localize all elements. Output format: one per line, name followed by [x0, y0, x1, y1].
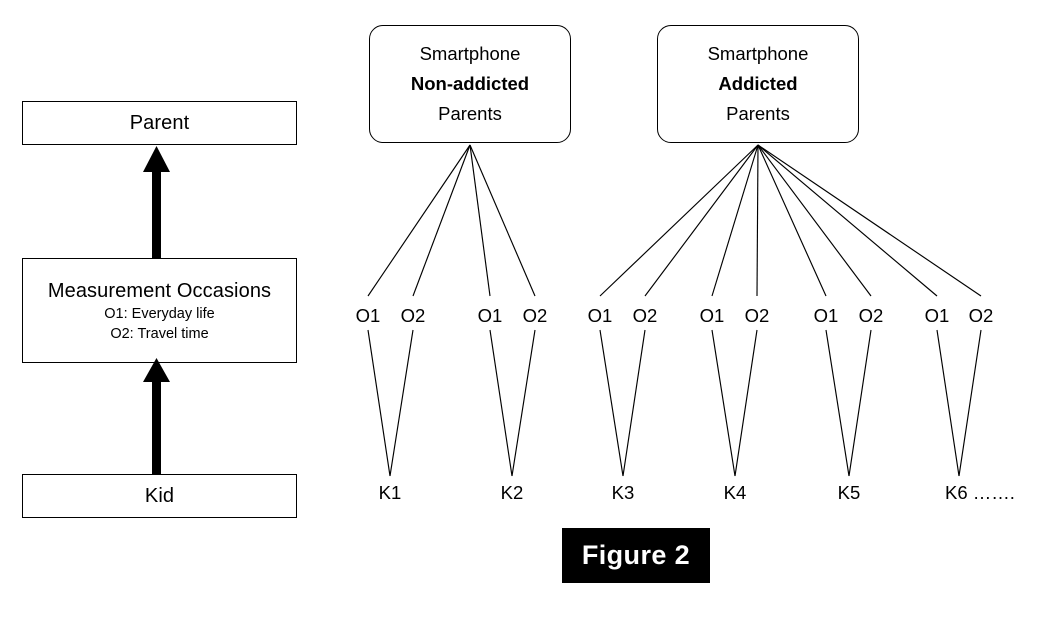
measurement-occasions-box: Measurement Occasions O1: Everyday life …: [22, 258, 297, 363]
occasion-node-o1: O1: [813, 305, 839, 326]
kid-node-k2: K2: [500, 482, 524, 503]
group-box-non-addicted-parents: Smartphone Non-addicted Parents: [369, 25, 571, 143]
kid-node-k1: K1: [378, 482, 402, 503]
kid-node-k5: K5: [837, 482, 861, 503]
occasion-node-o1: O1: [355, 305, 381, 326]
occasion-node-o2: O2: [968, 305, 994, 326]
tree-edges-non-addicted: [367, 144, 536, 297]
kid-level-title: Kid: [144, 485, 175, 507]
occasion-node-o2: O2: [632, 305, 658, 326]
occasion-node-o2: O2: [858, 305, 884, 326]
kid-node-k4: K4: [723, 482, 747, 503]
group-line-non-addicted: Non-addicted: [410, 73, 530, 94]
kid-node-k3: K3: [611, 482, 635, 503]
group-box-addicted-parents: Smartphone Addicted Parents: [657, 25, 859, 143]
group-line-addicted: Addicted: [718, 73, 798, 94]
occasion-node-o1: O1: [924, 305, 950, 326]
group-line-parents: Parents: [726, 103, 790, 124]
kid-level-box: Kid: [22, 474, 297, 518]
occasion-o1-description: O1: Everyday life: [104, 305, 215, 322]
occasion-node-o2: O2: [400, 305, 426, 326]
tree-edges-occasions-to-kids: [367, 329, 982, 477]
parent-level-box: Parent: [22, 101, 297, 145]
occasion-node-o1: O1: [699, 305, 725, 326]
kid-node-k6: K6 …….: [945, 482, 1015, 503]
arrow-occasions-to-parent: [143, 146, 170, 258]
occasion-node-o1: O1: [587, 305, 613, 326]
group-line-smartphone: Smartphone: [707, 43, 809, 64]
occasion-node-o2: O2: [744, 305, 770, 326]
parent-level-title: Parent: [129, 112, 190, 134]
tree-edges-addicted: [599, 144, 982, 297]
group-line-parents: Parents: [438, 103, 502, 124]
arrow-kid-to-occasions: [143, 358, 170, 474]
occasion-node-o1: O1: [477, 305, 503, 326]
occasion-node-o2: O2: [522, 305, 548, 326]
figure-caption: Figure 2: [562, 528, 710, 583]
group-line-smartphone: Smartphone: [419, 43, 521, 64]
occasion-o2-description: O2: Travel time: [110, 325, 209, 342]
measurement-occasions-title: Measurement Occasions: [47, 279, 272, 302]
